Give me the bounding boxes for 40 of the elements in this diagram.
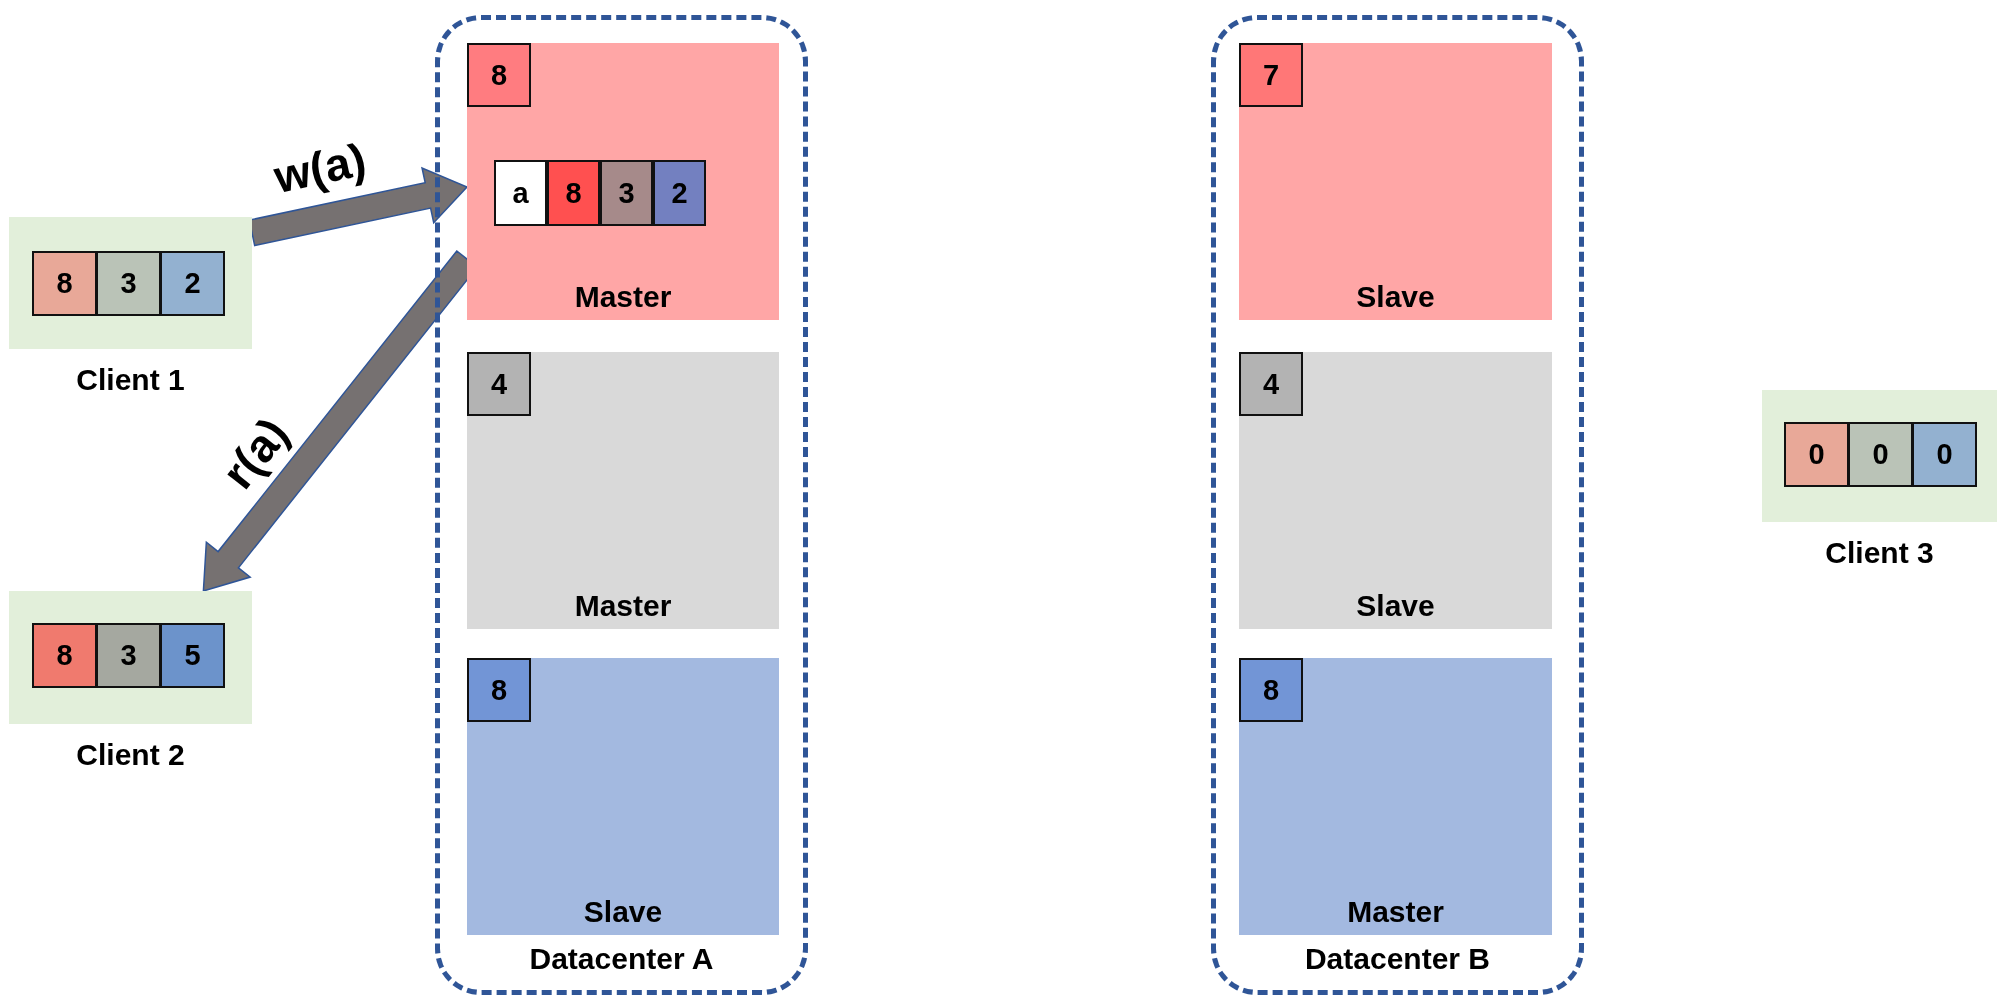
- value-cell: a: [494, 160, 547, 226]
- value-cell: 8: [467, 43, 531, 107]
- value-cell: 8: [467, 658, 531, 722]
- datacenter-label: Datacenter A: [528, 942, 715, 976]
- client-label: Client 1: [75, 363, 186, 397]
- value-cell: 0: [1848, 422, 1913, 487]
- server-panel: [467, 43, 779, 320]
- value-cell: 7: [1239, 43, 1303, 107]
- datacenter-container: [1211, 15, 1584, 995]
- server-panel: [1239, 352, 1552, 629]
- value-cell: 4: [467, 352, 531, 416]
- server-panel: [467, 658, 779, 935]
- edge-label: w(a): [269, 135, 370, 200]
- role-label: Slave: [1355, 589, 1436, 623]
- value-cell: 4: [1239, 352, 1303, 416]
- value-cell: 2: [160, 251, 225, 316]
- value-cell: 0: [1784, 422, 1849, 487]
- server-panel: [1239, 658, 1552, 935]
- value-cell: 8: [1239, 658, 1303, 722]
- client-label: Client 2: [75, 738, 186, 772]
- role-label: Master: [573, 589, 673, 623]
- role-label: Slave: [1355, 280, 1436, 314]
- value-cell: 3: [96, 623, 161, 688]
- server-panel: [467, 352, 779, 629]
- value-cell: 2: [653, 160, 706, 226]
- role-label: Master: [1346, 895, 1445, 929]
- client-label: Client 3: [1824, 536, 1935, 570]
- value-cell: 8: [32, 623, 97, 688]
- server-panel: [1239, 43, 1552, 320]
- value-cell: 8: [32, 251, 97, 316]
- value-cell: 3: [96, 251, 161, 316]
- role-label: Slave: [582, 895, 664, 929]
- value-cell: 8: [547, 160, 600, 226]
- datacenter-container: [435, 15, 808, 995]
- role-label: Master: [573, 280, 673, 314]
- edge-label: r(a): [214, 409, 297, 497]
- value-cell: 0: [1912, 422, 1977, 487]
- value-cell: 3: [600, 160, 653, 226]
- datacenter-label: Datacenter B: [1303, 942, 1492, 976]
- value-cell: 5: [160, 623, 225, 688]
